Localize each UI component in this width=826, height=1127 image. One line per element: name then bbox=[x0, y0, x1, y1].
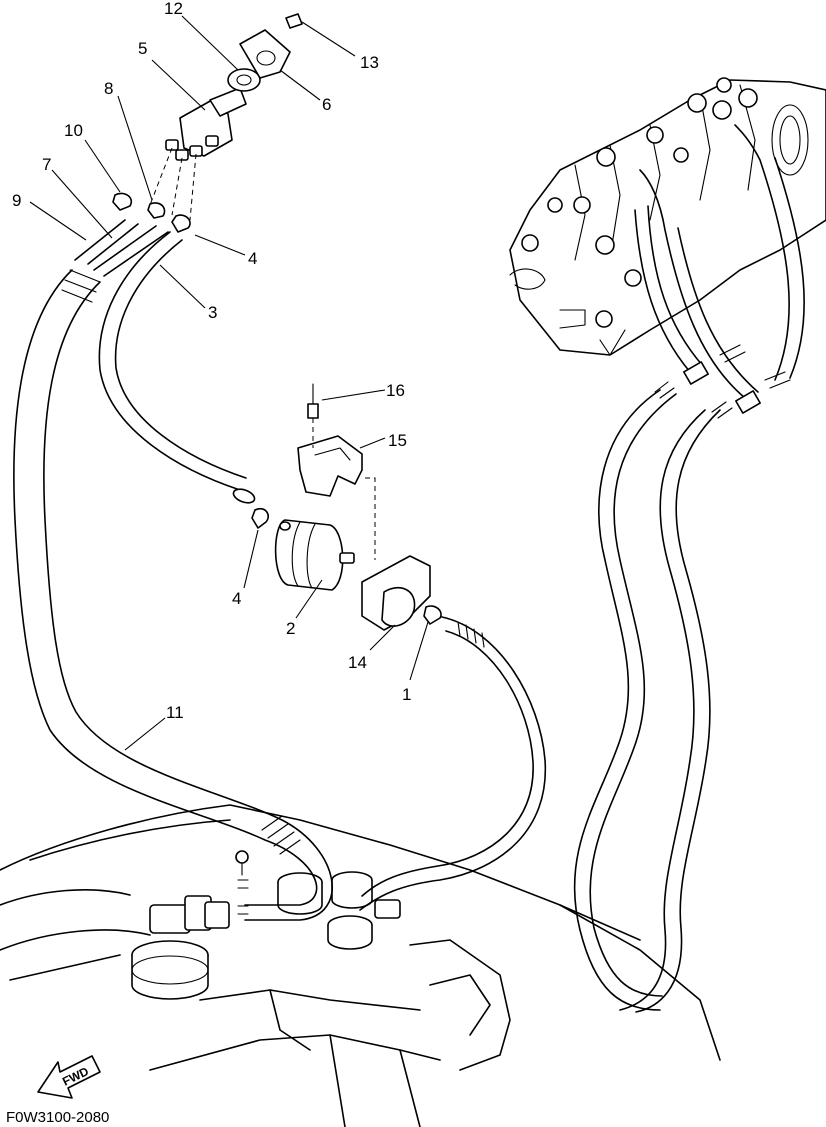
callout-labels: 12 13 5 6 8 10 7 9 4 3 16 15 4 2 14 1 11 bbox=[12, 0, 411, 722]
hose-filter-outlet bbox=[359, 616, 547, 919]
callout-6: 6 bbox=[322, 95, 331, 114]
throttle-body-assembly bbox=[509, 77, 826, 356]
callout-4-bottom: 4 bbox=[232, 589, 241, 608]
callout-12: 12 bbox=[164, 0, 183, 18]
callout-16: 16 bbox=[386, 381, 405, 400]
fuel-filter bbox=[274, 519, 355, 591]
upper-hoses bbox=[74, 219, 256, 504]
hose-clamps bbox=[251, 507, 442, 625]
callout-8: 8 bbox=[104, 79, 113, 98]
fuel-tank-fittings bbox=[131, 850, 373, 1000]
drawing-code: F0W3100-2080 bbox=[6, 1109, 109, 1126]
fuel-feed-return-hoses bbox=[573, 124, 805, 1013]
callout-15: 15 bbox=[388, 431, 407, 450]
callout-11: 11 bbox=[166, 703, 184, 722]
callout-10: 10 bbox=[64, 121, 83, 140]
fuel-joint-assembly bbox=[112, 13, 303, 233]
hull-outline bbox=[0, 804, 721, 1127]
callout-7: 7 bbox=[42, 155, 51, 174]
leader-lines bbox=[29, 15, 429, 751]
callout-14: 14 bbox=[348, 653, 367, 672]
callout-4-top: 4 bbox=[248, 249, 257, 268]
callout-2: 2 bbox=[286, 619, 295, 638]
fwd-direction-arrow: FWD bbox=[37, 1055, 101, 1099]
filter-bracket-holder bbox=[297, 383, 431, 631]
callout-3: 3 bbox=[208, 303, 217, 322]
callout-13: 13 bbox=[360, 53, 379, 72]
callout-9: 9 bbox=[12, 191, 21, 210]
callout-1: 1 bbox=[402, 685, 411, 704]
vent-hose-bundle bbox=[13, 269, 333, 921]
callout-5: 5 bbox=[138, 39, 147, 58]
